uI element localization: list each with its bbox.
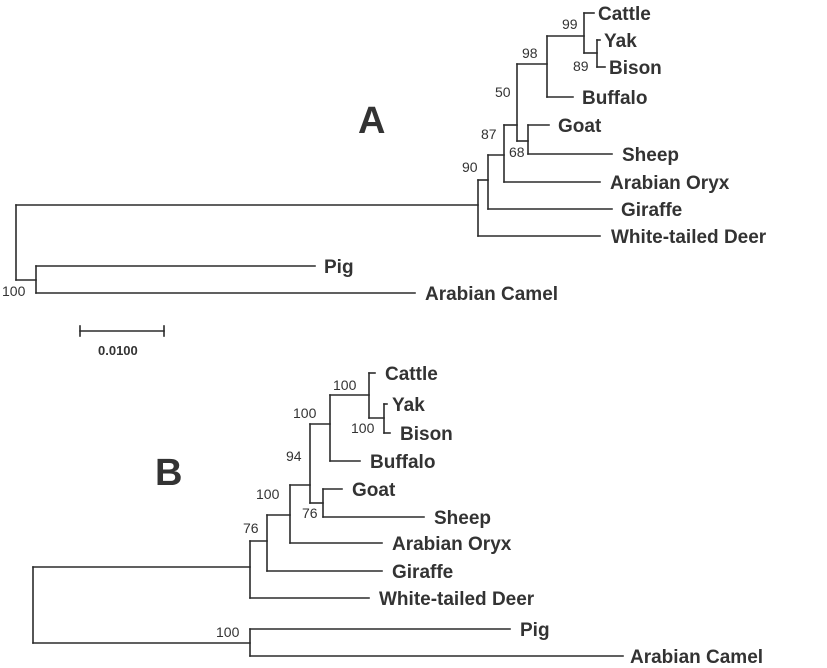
support-value: 99 [562, 16, 578, 32]
support-value: 100 [256, 486, 280, 502]
taxon-label-bison: Bison [400, 424, 453, 445]
tree-b-branches [32, 372, 624, 657]
taxon-label-yak: Yak [392, 395, 425, 416]
scale-bar-label: 0.0100 [98, 343, 138, 358]
support-value: 94 [286, 448, 302, 464]
support-value: 68 [509, 144, 525, 160]
taxon-label-arabian-oryx: Arabian Oryx [610, 173, 730, 194]
taxon-label-arabian-camel: Arabian Camel [425, 284, 558, 305]
taxon-label-goat: Goat [558, 116, 602, 137]
support-value: 98 [522, 45, 538, 61]
taxon-label-sheep: Sheep [622, 145, 679, 166]
panel-label-b: B [155, 452, 182, 494]
taxon-label-pig: Pig [324, 257, 354, 278]
taxon-label-yak: Yak [604, 31, 637, 52]
tree-a-taxon-labels: Cattle Yak Bison Buffalo Goat Sheep Arab… [324, 4, 767, 305]
taxon-label-bison: Bison [609, 58, 662, 79]
panel-label-a: A [358, 100, 385, 142]
tree-b-support-values: 100 100 100 94 76 100 76 100 [216, 377, 375, 640]
support-value: 76 [302, 505, 318, 521]
support-value: 100 [216, 624, 240, 640]
support-value: 100 [333, 377, 357, 393]
tree-a-support-values: 99 89 98 50 68 87 90 100 [2, 16, 589, 299]
support-value: 100 [293, 405, 317, 421]
support-value: 100 [2, 283, 26, 299]
taxon-label-cattle: Cattle [598, 4, 651, 25]
taxon-label-goat: Goat [352, 480, 396, 501]
taxon-label-buffalo: Buffalo [582, 88, 647, 109]
tree-a: A [2, 4, 767, 358]
tree-b-taxon-labels: Cattle Yak Bison Buffalo Goat Sheep Arab… [352, 364, 763, 668]
support-value: 89 [573, 58, 589, 74]
taxon-label-white-tailed-deer: White-tailed Deer [611, 227, 767, 248]
tree-b: B [32, 364, 763, 668]
support-value: 50 [495, 84, 511, 100]
taxon-label-giraffe: Giraffe [621, 200, 682, 221]
taxon-label-sheep: Sheep [434, 508, 491, 529]
tree-a-branches [15, 12, 613, 337]
taxon-label-buffalo: Buffalo [370, 452, 435, 473]
taxon-label-white-tailed-deer: White-tailed Deer [379, 589, 535, 610]
support-value: 76 [243, 520, 259, 536]
taxon-label-pig: Pig [520, 620, 550, 641]
support-value: 87 [481, 126, 497, 142]
taxon-label-arabian-camel: Arabian Camel [630, 647, 763, 668]
support-value: 100 [351, 420, 375, 436]
taxon-label-arabian-oryx: Arabian Oryx [392, 534, 512, 555]
taxon-label-cattle: Cattle [385, 364, 438, 385]
taxon-label-giraffe: Giraffe [392, 562, 453, 583]
support-value: 90 [462, 159, 478, 175]
